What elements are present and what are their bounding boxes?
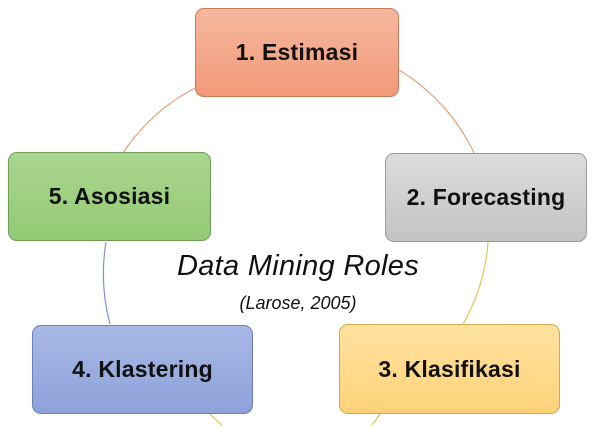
node-klastering-label: 4. Klastering [72, 356, 213, 382]
diagram-citation: (Larose, 2005) [239, 293, 357, 313]
node-asosiasi-label: 5. Asosiasi [48, 183, 171, 209]
node-estimasi: 1. Estimasi [195, 8, 399, 97]
node-klasifikasi: 3. Klasifikasi [339, 324, 560, 414]
arc-asosiasi-estimasi [122, 87, 196, 154]
arc-klasifikasi-bottom [371, 413, 381, 426]
arc-estimasi-forecasting [398, 69, 476, 156]
node-forecasting: 2. Forecasting [385, 153, 587, 242]
node-estimasi-label: 1. Estimasi [235, 39, 359, 65]
node-asosiasi: 5. Asosiasi [8, 152, 211, 241]
arc-klastering-asosiasi [102, 241, 111, 325]
node-klasifikasi-label: 3. Klasifikasi [378, 355, 521, 382]
arc-forecasting-klasifikasi [461, 241, 489, 327]
node-forecasting-label: 2. Forecasting [406, 184, 566, 210]
arc-klastering-bottom [209, 413, 223, 426]
diagram-title: Data Mining Roles [176, 250, 420, 282]
node-klastering: 4. Klastering [32, 325, 253, 414]
